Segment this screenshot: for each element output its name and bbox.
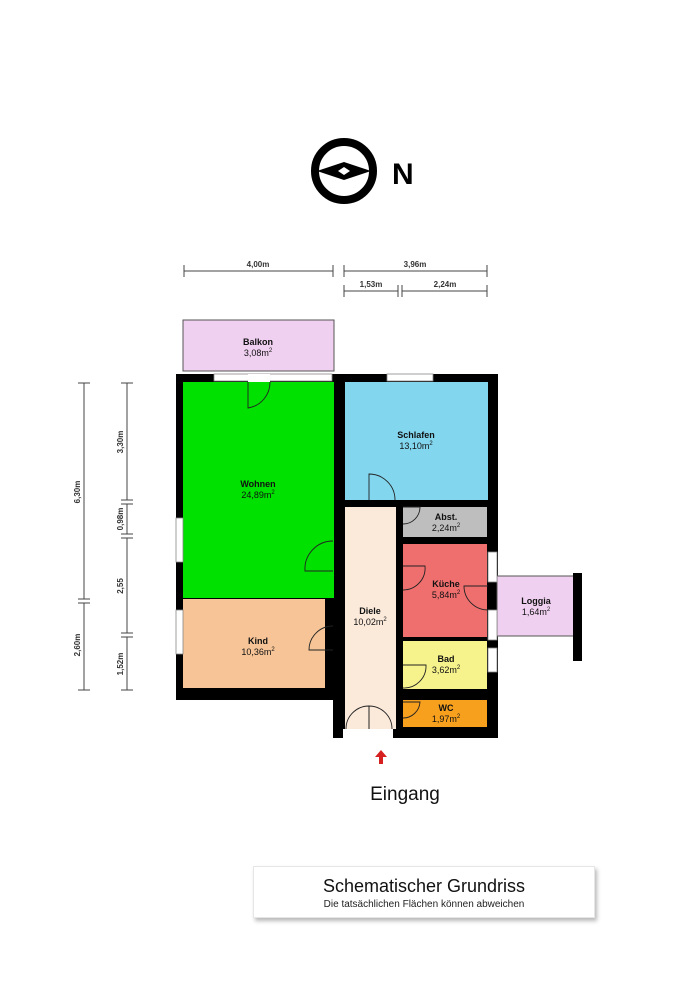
dim-outer-total: 6,30m [73, 481, 82, 504]
label-wohnen-name: Wohnen [240, 479, 275, 489]
dim-top-right: 3,96m [404, 260, 427, 269]
dimension-lines-left [78, 382, 133, 691]
entrance-arrow-icon [375, 750, 387, 764]
dim-top-left: 4,00m [247, 260, 270, 269]
doors [247, 374, 489, 738]
dim-inner-bottom: 1,52m [116, 653, 125, 676]
room-kind [183, 599, 325, 688]
dimension-lines-top [183, 265, 488, 297]
label-schlafen-area: 13,10m2 [399, 441, 433, 451]
label-bad-name: Bad [437, 654, 454, 664]
label-wc-name: WC [439, 703, 454, 713]
label-loggia-area: 1,64m2 [522, 607, 551, 617]
label-wc-area: 1,97m2 [432, 714, 461, 724]
room-diele [345, 507, 396, 729]
label-balkon-area: 3,08m2 [244, 348, 273, 358]
label-abst-name: Abst. [435, 512, 458, 522]
caption-subtitle: Die tatsächlichen Flächen können abweich… [323, 899, 525, 910]
label-wohnen-area: 24,89m2 [241, 490, 275, 500]
dim-inner-lower: 2,55 [116, 578, 125, 594]
dim-sub-right: 2,24m [434, 280, 457, 289]
label-kind-name: Kind [248, 636, 268, 646]
caption-title: Schematischer Grundriss [322, 876, 526, 896]
label-diele-name: Diele [359, 606, 381, 616]
label-loggia-name: Loggia [521, 596, 551, 606]
north-label: N [392, 158, 414, 191]
room-kueche [403, 544, 487, 637]
label-schlafen-name: Schlafen [397, 430, 435, 440]
label-kueche-area: 5,84m2 [432, 590, 461, 600]
caption-box: Schematischer Grundriss Die tatsächliche… [253, 866, 595, 918]
windows [175, 373, 498, 673]
label-bad-area: 3,62m2 [432, 665, 461, 675]
label-kind-area: 10,36m2 [241, 647, 275, 657]
label-diele-area: 10,02m2 [353, 617, 387, 627]
dim-inner-top: 3,30m [116, 431, 125, 454]
label-abst-area: 2,24m2 [432, 523, 461, 533]
dim-outer-bottom: 2,60m [73, 634, 82, 657]
room-wc [403, 700, 487, 727]
dim-inner-mid: 0,98m [116, 508, 125, 531]
room-loggia [496, 575, 577, 637]
label-kueche-name: Küche [432, 579, 460, 589]
loggia-wall [573, 573, 582, 661]
room-balkon [182, 319, 335, 372]
dim-sub-left: 1,53m [360, 280, 383, 289]
room-wohnen [183, 382, 334, 598]
room-abst [403, 507, 487, 537]
label-balkon-name: Balkon [243, 337, 273, 347]
entrance-label: Eingang [370, 784, 440, 805]
compass-icon [311, 138, 377, 204]
